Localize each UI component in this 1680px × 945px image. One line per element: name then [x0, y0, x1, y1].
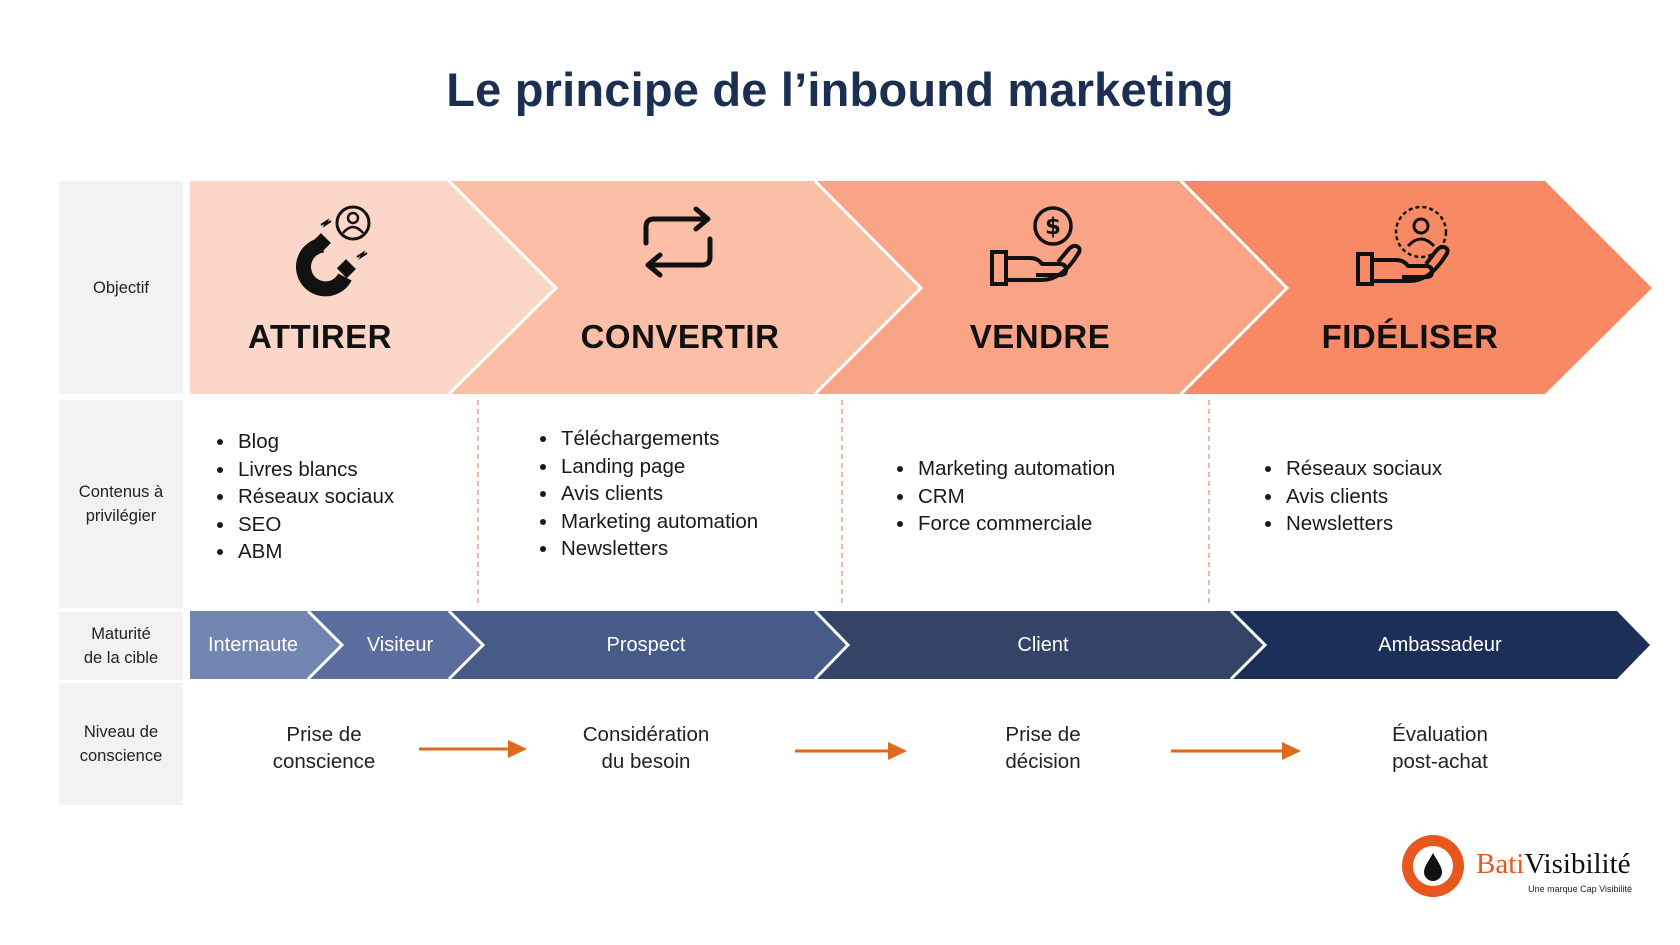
maturity-segment-client	[815, 611, 1265, 679]
step-label-convertir: CONVERTIR	[580, 318, 780, 355]
progress-arrow	[1171, 742, 1301, 760]
list-item: Marketing automation	[916, 455, 1115, 483]
contents-list-vendre: Marketing automation CRM Force commercia…	[894, 455, 1115, 538]
list-item: CRM	[916, 483, 1115, 511]
logo-name-part2: Visibilité	[1524, 848, 1631, 880]
list-item: Landing page	[559, 453, 758, 481]
list-item: Blog	[236, 428, 394, 456]
maturity-label-client: Client	[1017, 633, 1069, 656]
progress-arrow	[795, 742, 907, 760]
row-label-awareness: Niveau de conscience	[59, 683, 183, 805]
contents-list-convertir: Téléchargements Landing page Avis client…	[537, 425, 758, 563]
hand-person-icon	[1356, 205, 1450, 286]
awareness-label: Considération du besoin	[582, 723, 710, 773]
refresh-icon	[643, 206, 713, 278]
list-item: Marketing automation	[559, 508, 758, 536]
list-item: Réseaux sociaux	[1284, 455, 1442, 483]
list-item: Force commerciale	[916, 510, 1115, 538]
contents-list-fideliser: Réseaux sociaux Avis clients Newsletters	[1262, 455, 1442, 538]
list-item: Newsletters	[559, 535, 758, 563]
maturity-label-ambassadeur: Ambassadeur	[1378, 633, 1502, 656]
logo-name-part1: Bati	[1476, 848, 1525, 880]
chevron-vendre	[815, 181, 1287, 394]
logo-wordmark: BatiVisibilité	[1476, 848, 1631, 881]
list-item: Avis clients	[559, 480, 758, 508]
maturity-segment-ambassadeur	[1231, 611, 1650, 679]
svg-text:$: $	[1045, 214, 1061, 240]
chevron-attirer	[190, 181, 556, 394]
maturity-label-internaute: Internaute	[207, 633, 299, 656]
list-item: Téléchargements	[559, 425, 758, 453]
list-item: Livres blancs	[236, 456, 394, 484]
step-label-attirer: ATTIRER	[247, 318, 393, 355]
list-item: ABM	[236, 538, 394, 566]
hand-dollar-icon: $	[990, 206, 1082, 286]
list-item: Newsletters	[1284, 510, 1442, 538]
maturity-segment-internaute	[190, 611, 342, 679]
maturity-segment-prospect	[449, 611, 848, 679]
magnet-icon	[296, 205, 371, 297]
contents-list-attirer: Blog Livres blancs Réseaux sociaux SEO A…	[214, 428, 394, 566]
list-item: Réseaux sociaux	[236, 483, 394, 511]
awareness-label: Prise de décision	[1005, 723, 1081, 773]
chevron-convertir	[449, 181, 921, 394]
row-label-maturity: Maturité de la cible	[59, 612, 183, 680]
logo-tagline: Une marque Cap Visibilité	[1528, 884, 1632, 894]
awareness-label: Prise de conscience	[272, 723, 376, 773]
step-label-fideliser: FIDÉLISER	[1321, 318, 1499, 355]
maturity-label-visiteur: Visiteur	[366, 633, 434, 656]
maturity-segment-visiteur	[308, 611, 483, 679]
row-label-contents: Contenus à privilégier	[59, 400, 183, 608]
bati-visibilite-logo-icon	[1402, 835, 1464, 897]
awareness-label: Évaluation post-achat	[1392, 723, 1488, 773]
row-label-objective: Objectif	[59, 181, 183, 394]
chevron-fideliser	[1181, 181, 1652, 394]
list-item: Avis clients	[1284, 483, 1442, 511]
progress-arrow	[419, 740, 527, 758]
page-title: Le principe de l’inbound marketing	[446, 63, 1234, 116]
maturity-label-prospect: Prospect	[606, 633, 686, 656]
list-item: SEO	[236, 511, 394, 539]
step-label-vendre: VENDRE	[969, 318, 1111, 355]
